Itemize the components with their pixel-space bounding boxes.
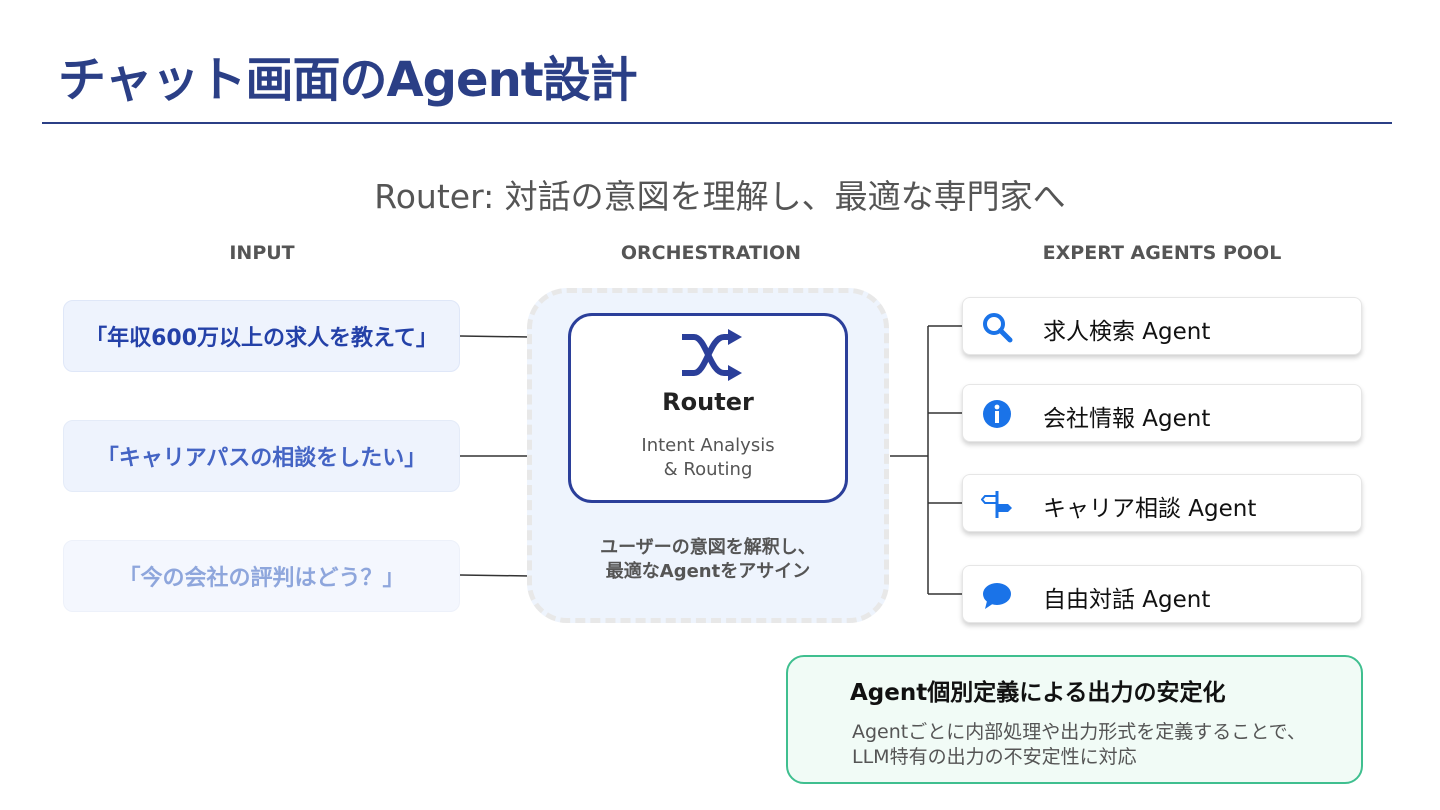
note-title: Agent個別定義による出力の安定化 xyxy=(850,680,1226,706)
chat-bubble-icon xyxy=(983,583,1011,609)
orchestration-caption-line-2: 最適なAgentをアサイン xyxy=(605,561,811,582)
agent-label-free-chat: 自由対話 Agent xyxy=(1043,587,1211,613)
note-body-line-1: Agentごとに内部処理や出力形式を定義することで、 xyxy=(852,721,1306,743)
note-body: Agentごとに内部処理や出力形式を定義することで、 LLM特有の出力の不安定性… xyxy=(852,720,1306,770)
agent-label-job-search: 求人検索 Agent xyxy=(1043,319,1211,345)
router-description: Intent Analysis & Routing xyxy=(568,434,848,482)
page-title: チャット画面のAgent設計 xyxy=(58,52,638,108)
stability-note-box xyxy=(786,655,1363,784)
input-example-2: 「キャリアパスの相談をしたい」 xyxy=(63,420,460,492)
info-icon xyxy=(983,400,1011,428)
orchestration-caption-line-1: ユーザーの意図を解釈し、 xyxy=(600,537,816,558)
input-example-3: 「今の会社の評判はどう？」 xyxy=(63,540,460,612)
diagram-subtitle: Router: 対話の意図を理解し、最適な専門家へ xyxy=(374,177,1066,216)
signpost-icon xyxy=(981,491,1012,518)
column-header-orchestration: ORCHESTRATION xyxy=(620,242,802,264)
agent-card-career: キャリア相談 Agent xyxy=(962,474,1362,532)
connector-input-1 xyxy=(459,335,531,338)
agent-card-free-chat: 自由対話 Agent xyxy=(962,565,1362,623)
connector-input-3 xyxy=(459,574,531,577)
agent-label-company-info: 会社情報 Agent xyxy=(1043,406,1211,432)
column-header-input: INPUT xyxy=(229,242,295,264)
router-description-line-1: Intent Analysis xyxy=(641,435,775,456)
agent-card-job-search: 求人検索 Agent xyxy=(962,297,1362,355)
note-body-line-2: LLM特有の出力の不安定性に対応 xyxy=(852,746,1137,768)
router-name: Router xyxy=(662,388,754,416)
shuffle-icon xyxy=(682,329,742,381)
agent-label-career: キャリア相談 Agent xyxy=(1043,496,1257,522)
orchestration-caption: ユーザーの意図を解釈し、 最適なAgentをアサイン xyxy=(527,536,889,584)
input-example-1: 「年収600万以上の求人を教えて」 xyxy=(63,300,460,372)
router-card xyxy=(568,313,848,503)
search-icon xyxy=(983,313,1013,343)
agent-card-company-info: 会社情報 Agent xyxy=(962,384,1362,442)
router-description-line-2: & Routing xyxy=(663,459,753,480)
title-divider xyxy=(42,122,1392,124)
column-header-experts: EXPERT AGENTS POOL xyxy=(1042,242,1282,264)
